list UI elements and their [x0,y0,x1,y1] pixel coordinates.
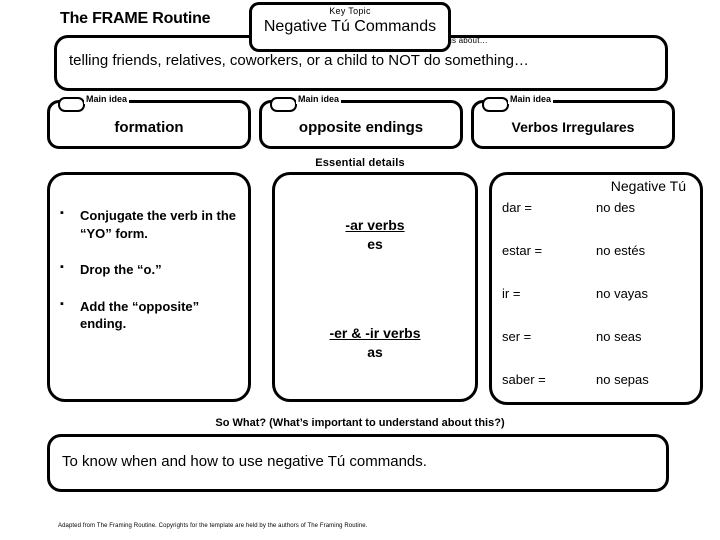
verb-group: -ar verbs es [275,217,475,252]
verb-infinitive: saber = [502,372,546,387]
main-idea-value: Verbos Irregulares [511,119,635,135]
key-topic-label: Key Topic [329,6,371,16]
main-idea-box-1: Main idea formation [47,94,251,149]
main-idea-value: opposite endings [298,119,424,136]
is-about-text: telling friends, relatives, coworkers, o… [69,52,529,69]
oval-marker-icon [58,97,85,112]
verb-group-title: -ar verbs [345,217,405,233]
verb-negative-form: no vayas [596,286,649,301]
main-idea-label: Main idea [296,94,342,104]
detail-box-formation: Conjugate the verb in the “YO” form. Dro… [47,172,251,402]
detail-box-opposite-endings: -ar verbs es -er & -ir verbs as [272,172,478,402]
key-topic-box: Key Topic Negative Tú Commands [249,2,451,52]
oval-marker-icon [482,97,509,112]
so-what-box: To know when and how to use negative Tú … [47,434,669,492]
verb-infinitive: estar = [502,243,543,258]
bullet-list: Conjugate the verb in the “YO” form. Dro… [58,206,242,352]
page-title: The FRAME Routine [60,10,211,27]
main-idea-label: Main idea [84,94,130,104]
list-item: Drop the “o.” [58,260,242,279]
list-item: Conjugate the verb in the “YO” form. [58,206,242,242]
so-what-label: So What? (What’s important to understand… [215,417,505,429]
key-topic-value: Negative Tú Commands [263,18,437,35]
verb-negative-form: no sepas [596,372,649,387]
detail-box-irregular-verbs: Negative Tú dar = no des estar = no esté… [489,172,703,405]
verb-group-ending: es [367,236,383,252]
verb-group-ending: as [367,344,383,360]
footer-attribution: Adapted from The Framing Routine. Copyri… [58,523,368,529]
verb-infinitive: dar = [502,200,532,215]
verb-infinitive: ir = [502,286,521,301]
verb-group-title: -er & -ir verbs [329,325,421,341]
so-what-text: To know when and how to use negative Tú … [62,453,427,470]
oval-marker-icon [270,97,297,112]
main-idea-value: formation [114,119,184,136]
list-item: Add the “opposite” ending. [58,297,242,333]
is-about-label: is about… [450,36,488,45]
main-idea-label: Main idea [508,94,554,104]
essential-details-label: Essential details [315,157,405,169]
verb-negative-form: no des [596,200,636,215]
verb-negative-form: no seas [596,329,642,344]
verb-negative-form: no estés [596,243,646,258]
main-idea-box-3: Main idea Verbos Irregulares [471,94,675,149]
table-column-header: Negative Tú [610,178,686,194]
verb-infinitive: ser = [502,329,532,344]
verb-group: -er & -ir verbs as [275,325,475,360]
main-idea-box-2: Main idea opposite endings [259,94,463,149]
